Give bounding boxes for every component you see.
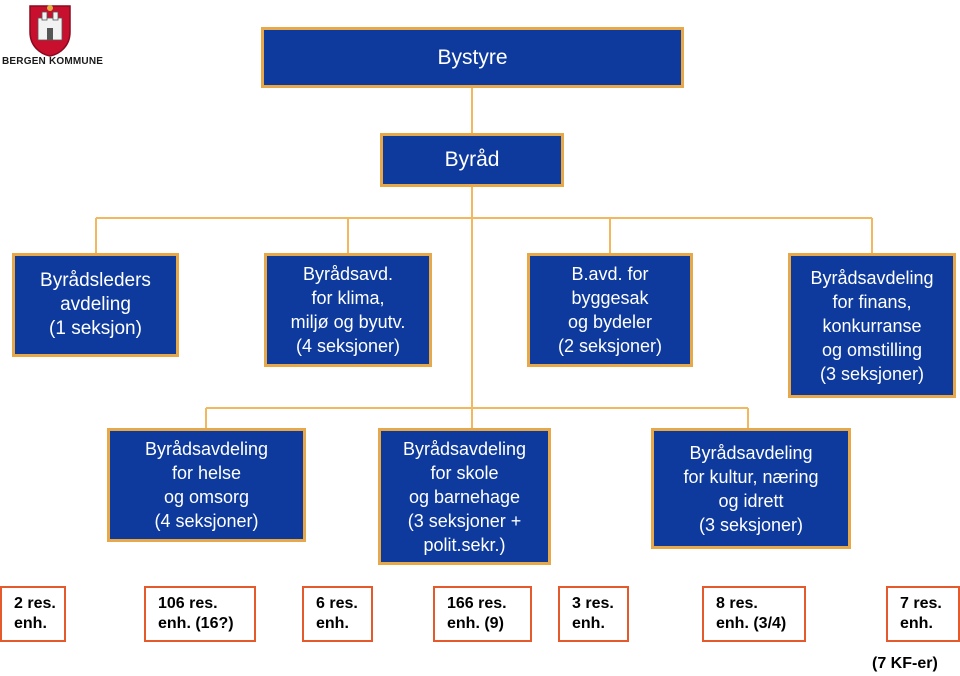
box-line: Byrådsavd. (302, 264, 394, 284)
unit-line: enh. (900, 615, 933, 632)
box-line: B.avd. for (571, 264, 649, 284)
bergen-kommune-logo (2, 2, 98, 74)
box-line: for finans, (832, 291, 912, 312)
unit-count-box: 2 res. enh. (0, 586, 66, 642)
box-line: og omstilling (821, 339, 923, 360)
box-line: for kultur, næring (683, 466, 819, 487)
box-line: Byrådsavdeling (402, 438, 527, 459)
box-line: og bydeler (567, 312, 653, 332)
unit-line: enh. (572, 615, 605, 632)
box-line: (3 seksjoner) (819, 363, 925, 384)
box-line: Byrådsavdeling (810, 267, 934, 288)
unit-line: 3 res. (572, 595, 614, 612)
unit-line: 7 res. (900, 595, 942, 612)
box-line: for skole (430, 462, 499, 483)
unit-count-box: 3 res. enh. (558, 586, 629, 642)
unit-line: 8 res. (716, 595, 758, 612)
byrad-box: Byråd (380, 133, 564, 187)
unit-line: 2 res. (14, 595, 56, 612)
unit-count-box: 8 res. enh. (3/4) (702, 586, 806, 642)
unit-count-box: 106 res. enh. (16?) (144, 586, 256, 642)
unit-line: 166 res. (447, 595, 507, 612)
dept-skole-barnehage: Byrådsavdeling for skole og barnehage (3… (378, 428, 551, 565)
box-line: Bystyre (437, 45, 508, 69)
box-line: (3 seksjoner) (698, 514, 804, 535)
box-line: avdeling (60, 294, 131, 315)
box-line: og barnehage (408, 486, 521, 507)
dept-byggesak-bydeler: B.avd. for byggesak og bydeler (2 seksjo… (527, 253, 693, 367)
logo-wordmark: BERGEN KOMMUNE (2, 56, 104, 67)
unit-line: enh. (9) (447, 615, 504, 632)
box-line: (2 seksjoner) (557, 336, 663, 356)
box-line: Byrådsleders (40, 270, 151, 291)
box-line: for helse (171, 463, 242, 483)
box-line: (4 seksjoner) (295, 336, 401, 356)
dept-helse-omsorg: Byrådsavdeling for helse og omsorg (4 se… (107, 428, 306, 542)
box-line: byggesak (571, 288, 649, 308)
box-line: for klima, (311, 288, 385, 308)
box-line: og idrett (718, 490, 784, 511)
coat-of-arms-icon (29, 5, 71, 57)
unit-count-box: 6 res. enh. (302, 586, 373, 642)
box-line: polit.sekr.) (423, 534, 506, 555)
unit-count-box: 7 res. enh. (886, 586, 960, 642)
box-line: Byråd (444, 148, 500, 171)
unit-line: 6 res. (316, 595, 358, 612)
dept-finans-konkurranse-omstilling: Byrådsavdeling for finans, konkurranse o… (788, 253, 956, 398)
kf-note: (7 KF-er) (872, 655, 938, 672)
unit-line: enh. (316, 615, 349, 632)
box-line: Byrådsavdeling (144, 439, 269, 459)
dept-kultur-naering-idrett: Byrådsavdeling for kultur, næring og idr… (651, 428, 851, 549)
dept-klima-miljo-byutvikling: Byrådsavd. for klima, miljø og byutv. (4… (264, 253, 432, 367)
box-line: miljø og byutv. (290, 312, 406, 332)
box-line: og omsorg (163, 487, 250, 507)
unit-line: enh. (14, 615, 47, 632)
bystyre-box: Bystyre (261, 27, 684, 88)
unit-line: enh. (16?) (158, 615, 234, 632)
box-line: (4 seksjoner) (154, 511, 259, 531)
unit-line: enh. (3/4) (716, 615, 787, 632)
box-line: Byrådsavdeling (689, 442, 813, 463)
dept-byradsleders-avdeling: Byrådsleders avdeling (1 seksjon) (12, 253, 179, 357)
unit-count-box: 166 res. enh. (9) (433, 586, 532, 642)
box-line: (1 seksjon) (49, 318, 142, 339)
box-line: (3 seksjoner + (407, 510, 522, 531)
unit-line: 106 res. (158, 595, 218, 612)
box-line: konkurranse (822, 315, 922, 336)
